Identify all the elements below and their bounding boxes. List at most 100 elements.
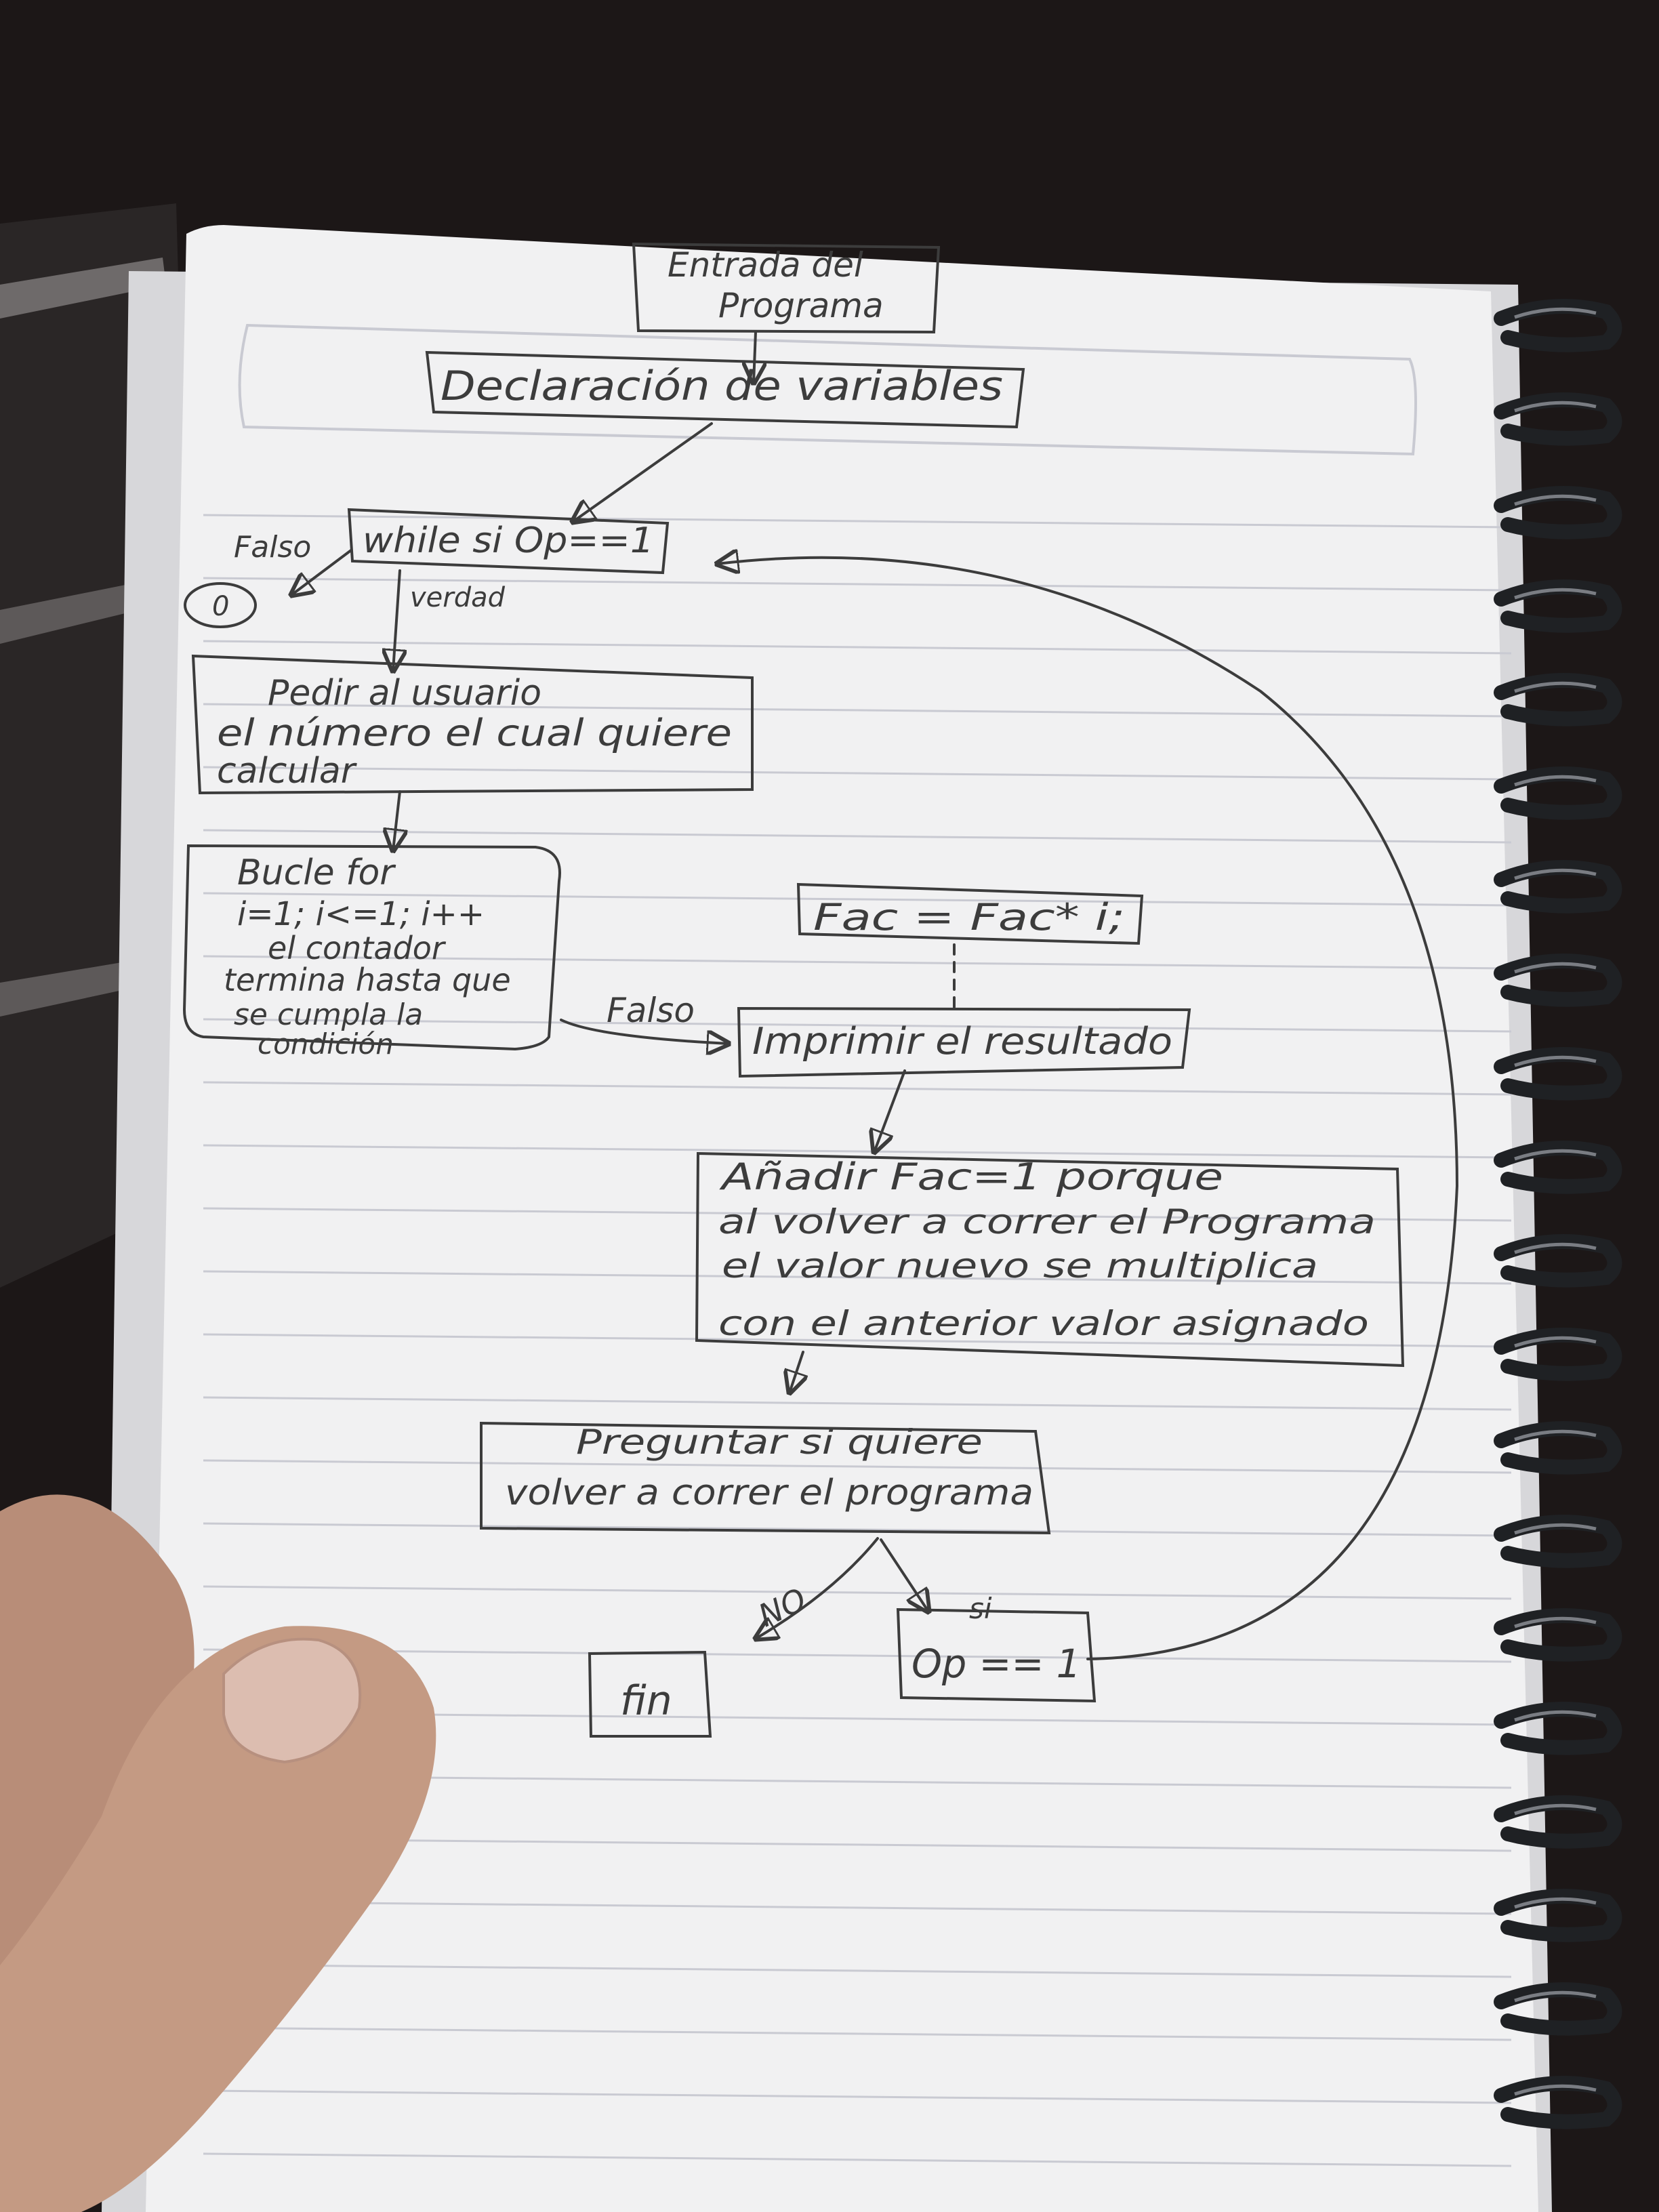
- ruled-line: [203, 1270, 1512, 1285]
- spiral-ring: [1494, 1608, 1622, 1662]
- ruled-line: [203, 2026, 1512, 2041]
- ask-number-line-1: Pedir al usuario: [268, 673, 541, 714]
- for-line-1: Bucle for: [237, 853, 396, 893]
- ruled-line: [203, 766, 1512, 781]
- for-line-3: el contador: [268, 930, 447, 966]
- spiral-ring: [1494, 1982, 1622, 2036]
- thumb-nail: [222, 1637, 362, 1764]
- header-margin-box: [238, 323, 1417, 456]
- end-circle: [184, 582, 257, 628]
- arrow-print-to-reset: [874, 1069, 906, 1152]
- arrow-for-false-to-print: [560, 1019, 729, 1044]
- reset-line-1: Añadir Fac=1 porque: [719, 1155, 1223, 1198]
- end-circle-label: 0: [212, 591, 229, 622]
- spiral-ring: [1494, 1702, 1622, 1755]
- while-label: while si Op==1: [363, 520, 654, 561]
- while-box: [347, 508, 670, 575]
- spiral-ring-highlight: [1514, 1803, 1597, 1816]
- for-line-2: i=1; i<=1; i++: [237, 895, 485, 933]
- fabric-stripe: [0, 583, 139, 644]
- spiral-ring: [1494, 673, 1622, 726]
- ruled-line: [203, 703, 1512, 718]
- spiral-ring: [1494, 1795, 1622, 1849]
- spiral-ring: [1494, 1889, 1622, 1942]
- spiral-ring-highlight: [1514, 588, 1597, 600]
- start-box: [632, 242, 941, 334]
- spiral-ring-highlight: [1514, 1055, 1597, 1067]
- spiral-ring-highlight: [1514, 1149, 1597, 1161]
- spiral-ring: [1494, 2076, 1622, 2129]
- arrow-start-to-declaration: [754, 331, 756, 383]
- spiral-ring-highlight: [1514, 1242, 1597, 1254]
- spiral-ring: [1494, 766, 1622, 820]
- flowchart: [182, 242, 1459, 1738]
- op-box: [896, 1607, 1097, 1703]
- arrow-yes-to-op: [880, 1538, 928, 1612]
- spiral-ring-highlight: [1514, 2084, 1597, 2096]
- spiral-ring: [1494, 1421, 1622, 1475]
- fabric-stripe: [0, 962, 125, 1017]
- declaration-box: [425, 350, 1025, 429]
- ruled-line: [203, 577, 1512, 592]
- ruled-line: [203, 1144, 1512, 1159]
- ruled-line: [203, 640, 1512, 655]
- spiral-binding: [1494, 299, 1622, 2129]
- spiral-ring: [1494, 860, 1622, 914]
- spiral-ring-highlight: [1514, 1710, 1597, 1722]
- ruled-line: [203, 955, 1512, 970]
- ruled-lines: [203, 323, 1512, 2167]
- spiral-ring-highlight: [1514, 1990, 1597, 2003]
- start-box-line-1: Entrada del: [668, 245, 863, 285]
- end-label: fin: [620, 1677, 672, 1725]
- spiral-ring-highlight: [1514, 868, 1597, 880]
- ruled-line: [203, 2152, 1512, 2167]
- ruled-line: [203, 1837, 1512, 1852]
- end-box: [588, 1650, 712, 1738]
- spiral-ring: [1494, 579, 1622, 633]
- arrow-while-true: [393, 569, 400, 671]
- reset-line-2: al volver a correr el Programa: [718, 1202, 1376, 1242]
- spiral-ring-highlight: [1514, 1429, 1597, 1441]
- spiral-ring-highlight: [1514, 1336, 1597, 1348]
- spiral-ring: [1494, 1141, 1622, 1194]
- fabric-stripe: [0, 258, 166, 319]
- ruled-line: [203, 1396, 1512, 1411]
- ruled-line: [203, 829, 1512, 844]
- spiral-ring: [1494, 1515, 1622, 1568]
- spiral-ring: [1494, 1234, 1622, 1288]
- reset-line-4: con el anterior valor asignado: [718, 1304, 1369, 1343]
- ruled-line: [203, 1963, 1512, 1978]
- spiral-ring-highlight: [1514, 494, 1597, 506]
- ruled-line: [203, 1018, 1512, 1033]
- while-true-label: verdad: [410, 582, 506, 613]
- spiral-ring-highlight: [1514, 1523, 1597, 1535]
- spiral-ring-highlight: [1514, 401, 1597, 413]
- multiply-box: [796, 882, 1144, 945]
- for-false-label: Falso: [607, 991, 695, 1030]
- for-line-4: termina hasta que: [224, 962, 511, 998]
- arrow-declaration-to-while: [573, 422, 713, 522]
- op-label: Op == 1: [912, 1641, 1081, 1687]
- spiral-ring: [1494, 299, 1622, 352]
- thumb: [0, 1626, 436, 2212]
- ask-number-line-3: calcular: [217, 751, 358, 792]
- for-line-5: se cumpla la: [234, 998, 423, 1032]
- arrow-no-to-end: [756, 1537, 879, 1639]
- spiral-ring-highlight: [1514, 307, 1597, 319]
- ruled-line: [203, 1207, 1512, 1222]
- ask-repeat-line-2: volver a correr el programa: [505, 1473, 1033, 1513]
- print-label: Imprimir el resultado: [752, 1020, 1172, 1063]
- print-box: [737, 1006, 1191, 1078]
- multiply-label: Fac = Fac* i;: [813, 896, 1125, 939]
- spiral-ring: [1494, 486, 1622, 539]
- spiral-ring-highlight: [1514, 1616, 1597, 1629]
- reset-box: [695, 1151, 1405, 1368]
- ruled-line: [203, 514, 1512, 529]
- loop-back-curve: [717, 558, 1459, 1660]
- declaration-label: Declaración de variables: [441, 363, 1003, 410]
- spiral-ring-highlight: [1514, 775, 1597, 787]
- ask-repeat-line-1: Preguntar si quiere: [576, 1422, 983, 1462]
- spiral-ring: [1494, 954, 1622, 1007]
- yes-label: si: [969, 1592, 992, 1625]
- spiral-ring-highlight: [1514, 1897, 1597, 1909]
